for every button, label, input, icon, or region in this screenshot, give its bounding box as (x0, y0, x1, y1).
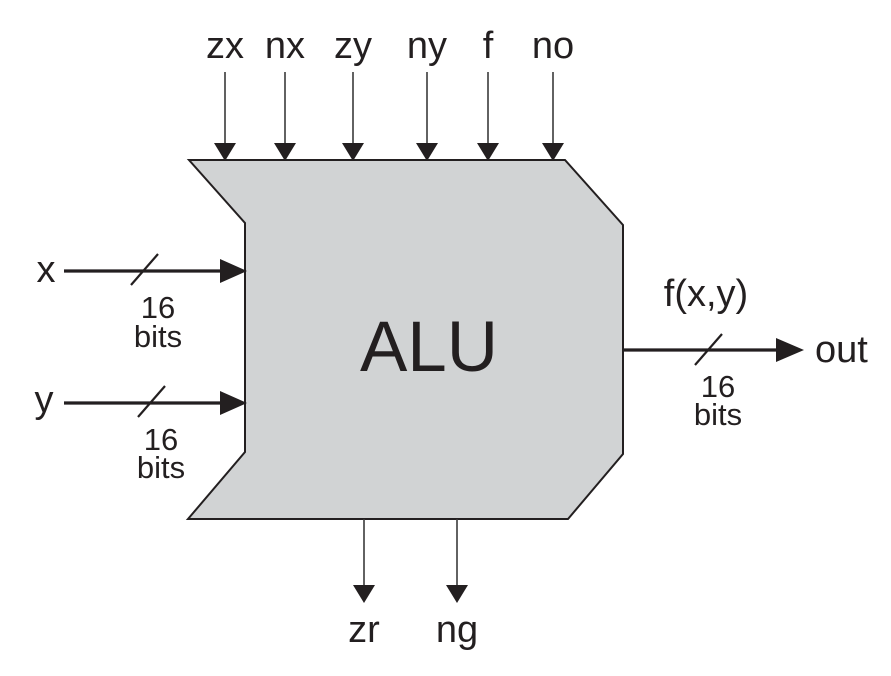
control-input-zx: zx (206, 25, 244, 161)
arrowhead-right-icon (220, 391, 247, 415)
bus-width-slash-icon (137, 385, 166, 418)
output-function-label: f(x,y) (664, 273, 748, 315)
status-label-zr: zr (348, 609, 380, 651)
bus-width-slash-icon (694, 333, 723, 366)
output-bus: f(x,y) out 16 bits (624, 273, 868, 432)
control-label-zx: zx (206, 25, 244, 67)
arrowhead-down-icon (214, 143, 236, 161)
status-output-ng: ng (436, 519, 478, 651)
bus-width-unit-y: bits (137, 450, 185, 485)
arrowhead-down-icon (416, 143, 438, 161)
control-input-zy: zy (334, 25, 372, 161)
input-label-y: y (35, 379, 54, 421)
control-label-nx: nx (265, 25, 305, 67)
arrowhead-down-icon (446, 585, 468, 603)
arrowhead-down-icon (477, 143, 499, 161)
control-input-ny: ny (407, 25, 447, 161)
data-input-x: x 16 bits (37, 249, 247, 354)
control-input-f: f (477, 25, 499, 161)
control-input-nx: nx (265, 25, 305, 161)
arrowhead-down-icon (542, 143, 564, 161)
status-output-zr: zr (348, 519, 380, 651)
arrowhead-right-icon (220, 259, 247, 283)
bus-width-value-y: 16 (144, 422, 178, 457)
bus-width-value-out: 16 (701, 369, 735, 404)
control-input-no: no (532, 25, 574, 161)
bus-width-slash-icon (130, 253, 159, 286)
arrowhead-down-icon (353, 585, 375, 603)
bus-width-value-x: 16 (141, 290, 175, 325)
input-label-x: x (37, 249, 56, 291)
arrowhead-down-icon (274, 143, 296, 161)
bus-width-unit-x: bits (134, 319, 182, 354)
control-label-ny: ny (407, 25, 447, 67)
arrowhead-right-icon (776, 338, 804, 362)
control-label-f: f (483, 25, 494, 67)
control-label-zy: zy (334, 25, 372, 67)
bus-width-unit-out: bits (694, 397, 742, 432)
alu-body-shape (185, 159, 624, 520)
status-label-ng: ng (436, 609, 478, 651)
arrowhead-down-icon (342, 143, 364, 161)
chip-title: ALU (360, 308, 498, 387)
data-input-y: y 16 bits (35, 379, 247, 485)
control-label-no: no (532, 25, 574, 67)
output-label: out (815, 329, 868, 371)
